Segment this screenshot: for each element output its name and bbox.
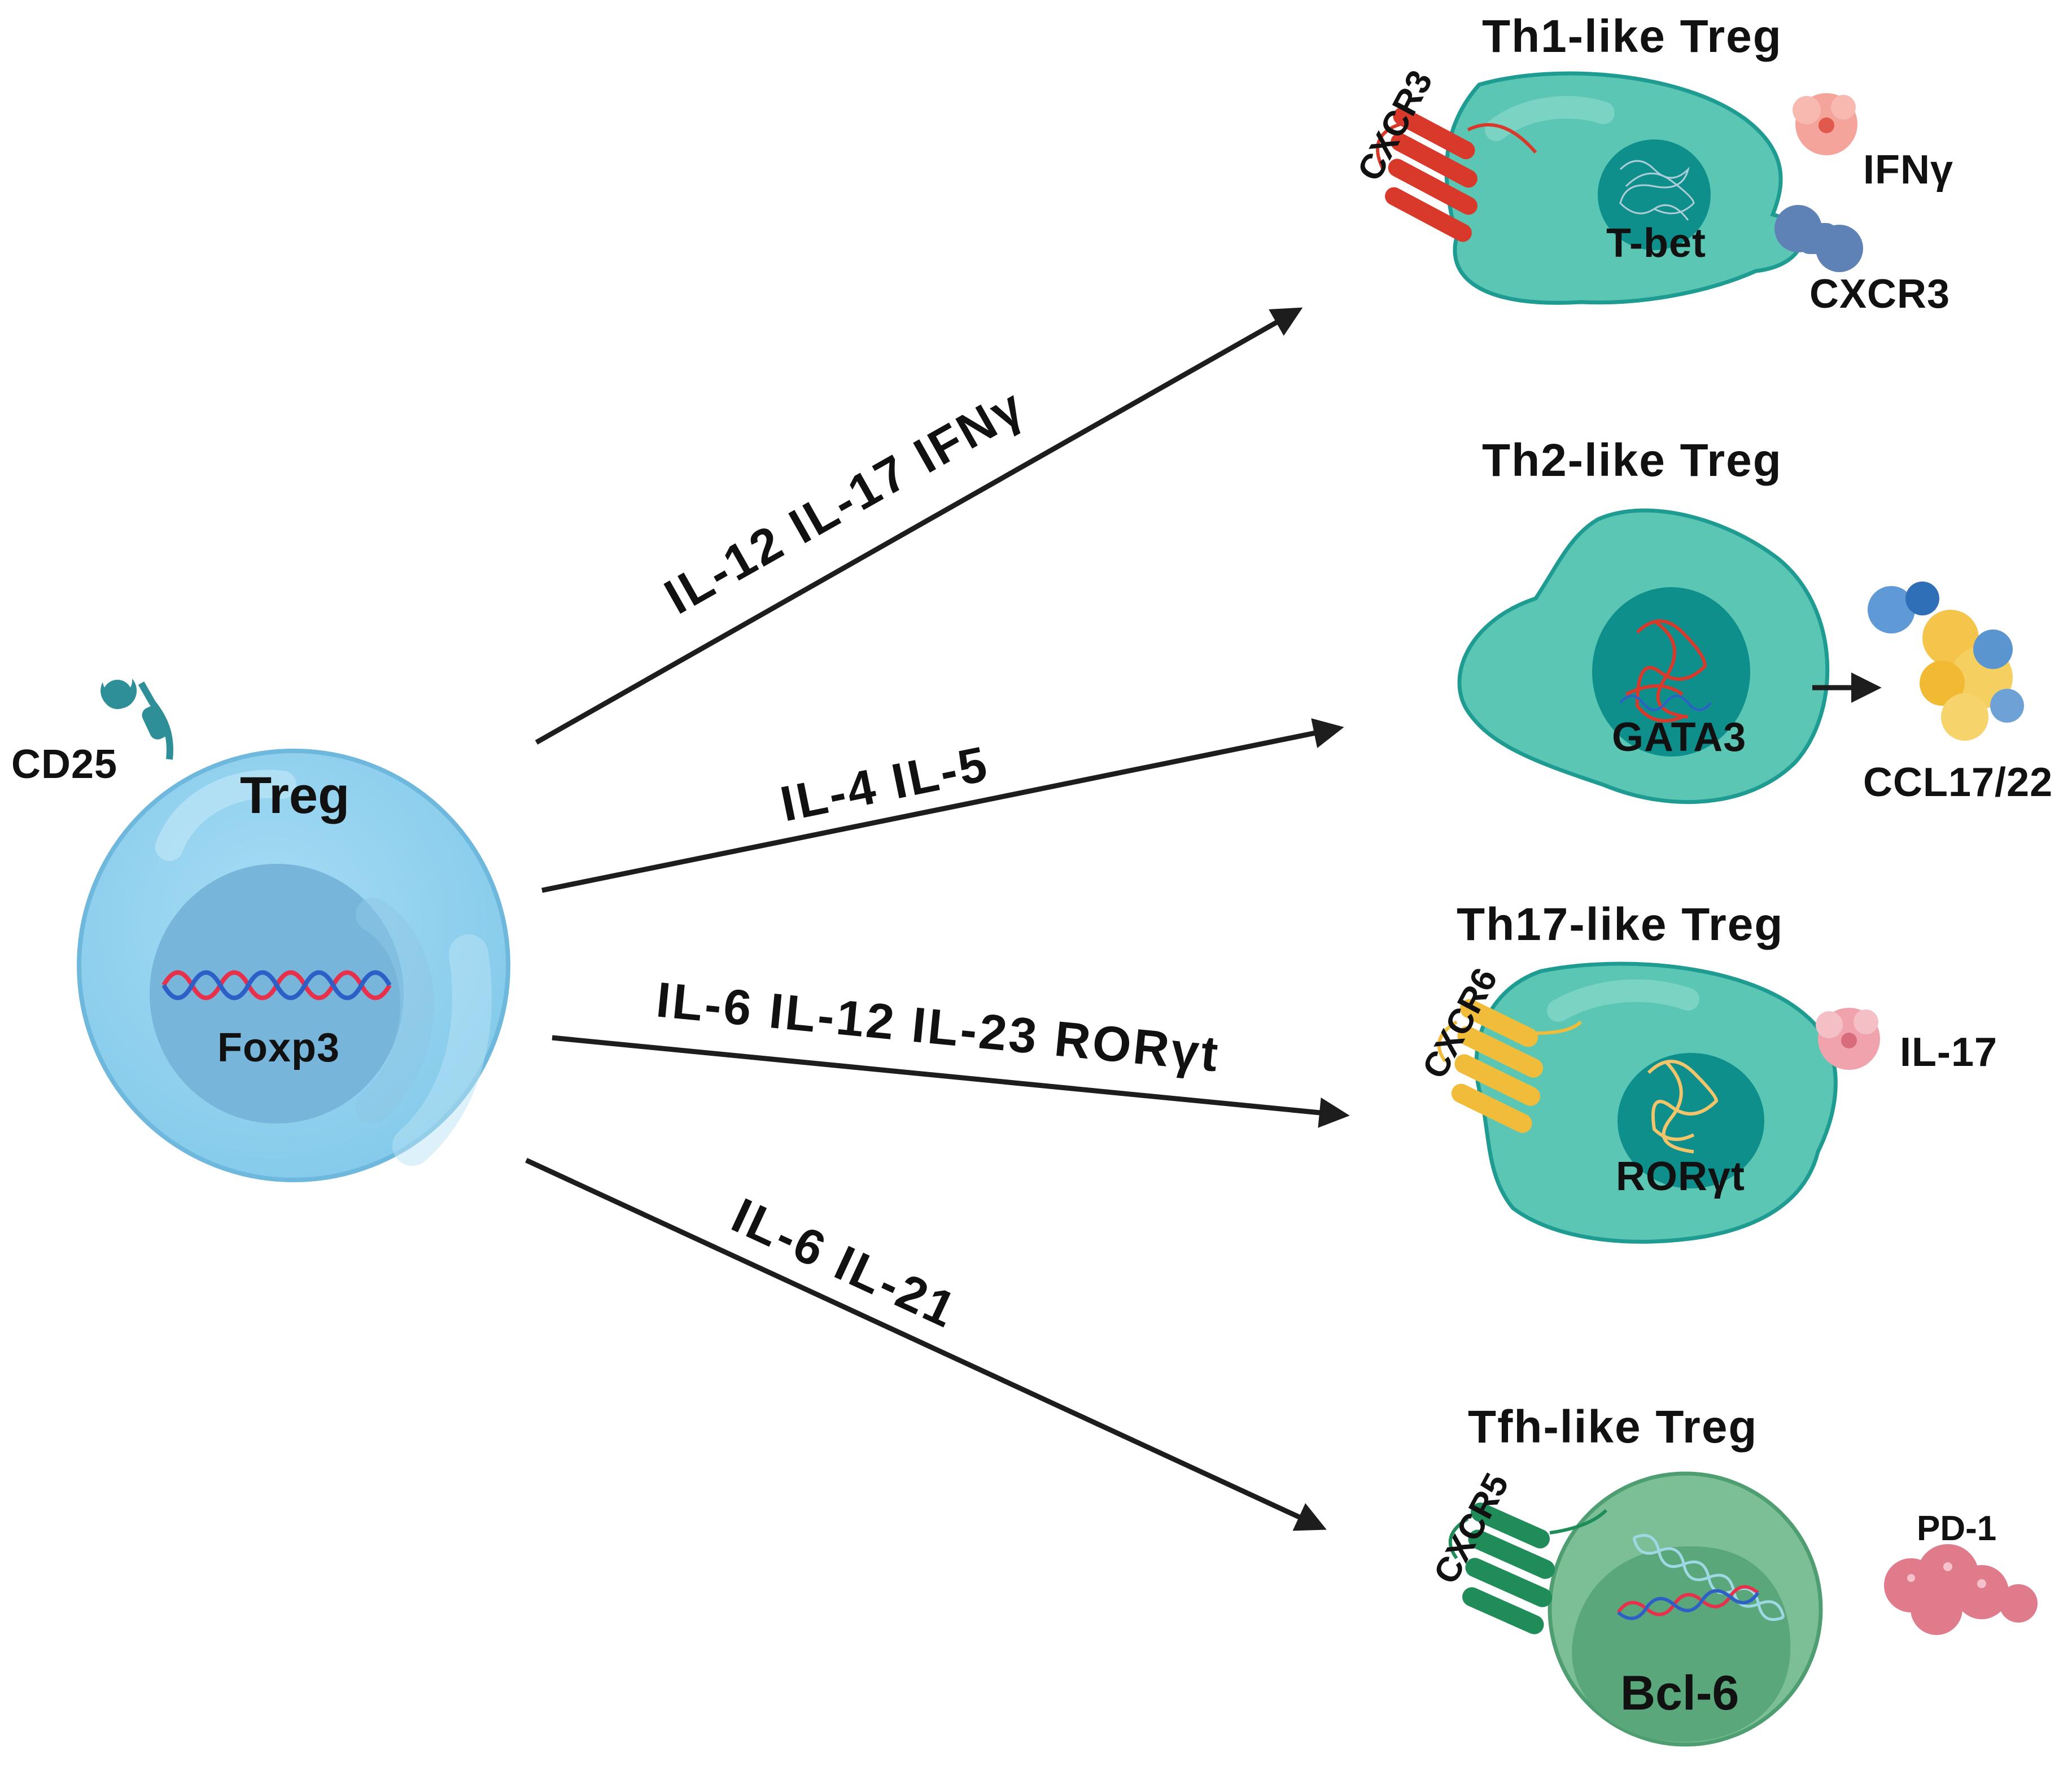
arrow-th1: IL-12 IL-17 IFNγ: [535, 307, 1303, 745]
tfh-cxcr5-receptor-icon: [1448, 1502, 1608, 1634]
roryt-chromatin-icon: [1647, 1060, 1719, 1153]
th17-like-treg: Th17-like Treg RORγt CXCR6 IL-17: [1415, 899, 1997, 1244]
th1-cxcr3-ligand-label: CXCR3: [1809, 272, 1950, 317]
th1-cxcr3-receptor-icon: [1376, 107, 1537, 242]
th1-title: Th1-like Treg: [1482, 11, 1782, 62]
th2-like-treg: Th2-like Treg GATA3 CCL17/22: [1457, 435, 2053, 805]
cd25-label: CD25: [11, 742, 117, 787]
arrow-th2: IL-4 IL-5: [541, 718, 1344, 893]
th1-chromatin-icon: [1619, 160, 1695, 221]
il17-label: IL-17: [1900, 1030, 1997, 1075]
ifng-cytokine-icon: [1793, 93, 1857, 155]
ifng-label: IFNγ: [1863, 147, 1953, 193]
arrow-th17-label: IL-6 IL-12 IL-23 RORγt: [654, 971, 1222, 1082]
cd25-receptor-icon: [100, 679, 173, 760]
th1-nucleus: [1598, 139, 1711, 250]
pd1-protein-icon: [1884, 1544, 2038, 1635]
pd1-label: PD-1: [1917, 1509, 1996, 1548]
th2-nucleus: [1592, 587, 1750, 757]
bcl6-dna-icon: [1616, 1534, 1785, 1621]
foxp3-label: Foxp3: [217, 1025, 340, 1070]
tfh-title: Tfh-like Treg: [1468, 1401, 1758, 1453]
arrow-tfh-label: IL-6 IL-21: [724, 1187, 966, 1339]
treg-cell: CD25 Treg Foxp3: [11, 679, 510, 1182]
th17-title: Th17-like Treg: [1457, 899, 1784, 950]
arrow-tfh: IL-6 IL-21: [525, 1157, 1327, 1531]
th1-like-treg: Th1-like Treg CXCR3 IFNγ: [1350, 11, 1953, 317]
gata3-chromatin-icon: [1625, 619, 1707, 723]
roryt-label: RORγt: [1616, 1154, 1745, 1199]
arrow-th1-label: IL-12 IL-17 IFNγ: [655, 378, 1034, 625]
arrow-th2-label: IL-4 IL-5: [776, 735, 994, 832]
treg-nucleus: [150, 864, 404, 1124]
th17-nucleus: [1618, 1053, 1764, 1188]
arrow-th17: IL-6 IL-12 IL-23 RORγt: [552, 971, 1350, 1128]
tfh-like-treg: Tfh-like Treg Bcl-6 CXCR5 PD-1: [1426, 1401, 2038, 1747]
gata3-label: GATA3: [1612, 715, 1746, 760]
il17-cytokine-icon: [1816, 1008, 1880, 1070]
ccl17-22-label: CCL17/22: [1863, 760, 2053, 805]
ccl17-22-chemokine-icon: [1868, 582, 2024, 741]
tbet-label: T-bet: [1606, 221, 1706, 266]
bcl6-label: Bcl-6: [1620, 1666, 1739, 1720]
th17-cxcr6-receptor-icon: [1437, 999, 1583, 1133]
foxp3-dna-icon: [161, 970, 392, 1000]
cxcr3-ligand-icon: [1774, 205, 1863, 272]
th2-title: Th2-like Treg: [1482, 435, 1782, 486]
treg-title: Treg: [240, 767, 349, 824]
